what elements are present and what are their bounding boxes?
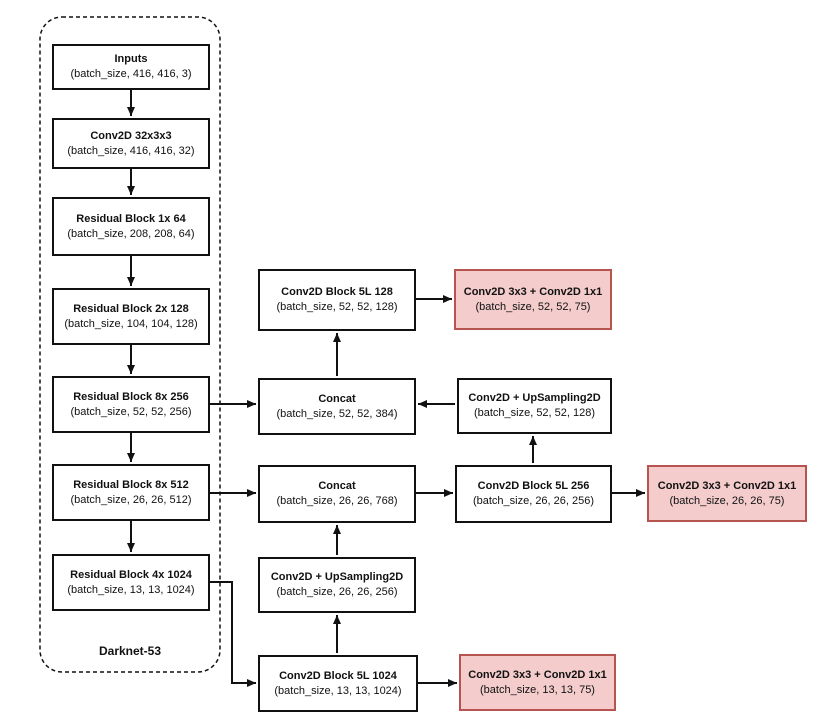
node-up128: Conv2D + UpSampling2D (batch_size, 52, 5…	[457, 378, 612, 434]
arrow-res4-to-block5l1024	[210, 581, 256, 687]
node-res8b-title: Residual Block 8x 512	[73, 478, 189, 491]
node-concat384: Concat (batch_size, 52, 52, 384)	[258, 378, 416, 435]
node-block5l128: Conv2D Block 5L 128 (batch_size, 52, 52,…	[258, 269, 416, 331]
node-out52-title: Conv2D 3x3 + Conv2D 1x1	[463, 285, 603, 298]
node-concat768: Concat (batch_size, 26, 26, 768)	[258, 465, 416, 523]
node-block5l256: Conv2D Block 5L 256 (batch_size, 26, 26,…	[455, 465, 612, 523]
node-out26-title: Conv2D 3x3 + Conv2D 1x1	[657, 479, 797, 492]
node-out13-shape: (batch_size, 13, 13, 75)	[480, 683, 595, 696]
node-block5l256-shape: (batch_size, 26, 26, 256)	[472, 495, 595, 507]
node-res4: Residual Block 4x 1024 (batch_size, 13, …	[52, 554, 210, 611]
node-inputs-shape: (batch_size, 416, 416, 3)	[70, 68, 192, 80]
darknet-53-label: Darknet-53	[98, 644, 162, 658]
darknet-53-group-border	[39, 16, 221, 673]
node-res8b-shape: (batch_size, 26, 26, 512)	[70, 493, 192, 506]
node-concat384-title: Concat	[318, 392, 356, 405]
node-out26: Conv2D 3x3 + Conv2D 1x1 (batch_size, 26,…	[647, 465, 807, 522]
node-block5l1024-shape: (batch_size, 13, 13, 1024)	[274, 684, 402, 697]
node-res8a: Residual Block 8x 256 (batch_size, 52, 5…	[52, 376, 210, 433]
node-res4-title: Residual Block 4x 1024	[70, 568, 192, 581]
node-inputs: Inputs (batch_size, 416, 416, 3)	[52, 44, 210, 90]
node-block5l1024: Conv2D Block 5L 1024 (batch_size, 13, 13…	[258, 655, 418, 712]
node-up256-title: Conv2D + UpSampling2D	[270, 571, 404, 583]
node-up128-title: Conv2D + UpSampling2D	[468, 392, 601, 404]
node-out52: Conv2D 3x3 + Conv2D 1x1 (batch_size, 52,…	[454, 269, 612, 330]
node-out13: Conv2D 3x3 + Conv2D 1x1 (batch_size, 13,…	[459, 654, 616, 711]
node-block5l1024-title: Conv2D Block 5L 1024	[279, 669, 397, 682]
node-out52-shape: (batch_size, 52, 52, 75)	[475, 300, 591, 313]
node-block5l256-title: Conv2D Block 5L 256	[477, 480, 590, 492]
node-res8a-title: Residual Block 8x 256	[73, 390, 189, 403]
node-res4-shape: (batch_size, 13, 13, 1024)	[67, 583, 195, 596]
node-inputs-title: Inputs	[114, 53, 148, 65]
node-res8b: Residual Block 8x 512 (batch_size, 26, 2…	[52, 464, 210, 521]
node-res1-title: Residual Block 1x 64	[76, 212, 186, 225]
node-concat384-shape: (batch_size, 52, 52, 384)	[276, 407, 398, 420]
node-conv32: Conv2D 32x3x3 (batch_size, 416, 416, 32)	[52, 118, 210, 169]
node-res2: Residual Block 2x 128 (batch_size, 104, …	[52, 288, 210, 345]
node-res2-title: Residual Block 2x 128	[73, 302, 189, 315]
node-concat768-title: Concat	[318, 480, 356, 492]
node-res1: Residual Block 1x 64 (batch_size, 208, 2…	[52, 197, 210, 256]
node-up256-shape: (batch_size, 26, 26, 256)	[276, 586, 398, 598]
node-block5l128-shape: (batch_size, 52, 52, 128)	[276, 301, 398, 313]
node-up128-shape: (batch_size, 52, 52, 128)	[473, 407, 596, 419]
node-block5l128-title: Conv2D Block 5L 128	[281, 286, 393, 298]
node-res8a-shape: (batch_size, 52, 52, 256)	[70, 405, 192, 418]
node-conv32-title: Conv2D 32x3x3	[90, 129, 172, 142]
node-up256: Conv2D + UpSampling2D (batch_size, 26, 2…	[258, 557, 416, 613]
node-res2-shape: (batch_size, 104, 104, 128)	[64, 317, 198, 330]
node-out26-shape: (batch_size, 26, 26, 75)	[669, 494, 785, 507]
node-concat768-shape: (batch_size, 26, 26, 768)	[276, 495, 398, 507]
node-out13-title: Conv2D 3x3 + Conv2D 1x1	[468, 668, 607, 681]
node-res1-shape: (batch_size, 208, 208, 64)	[67, 227, 195, 240]
node-conv32-shape: (batch_size, 416, 416, 32)	[67, 144, 195, 157]
